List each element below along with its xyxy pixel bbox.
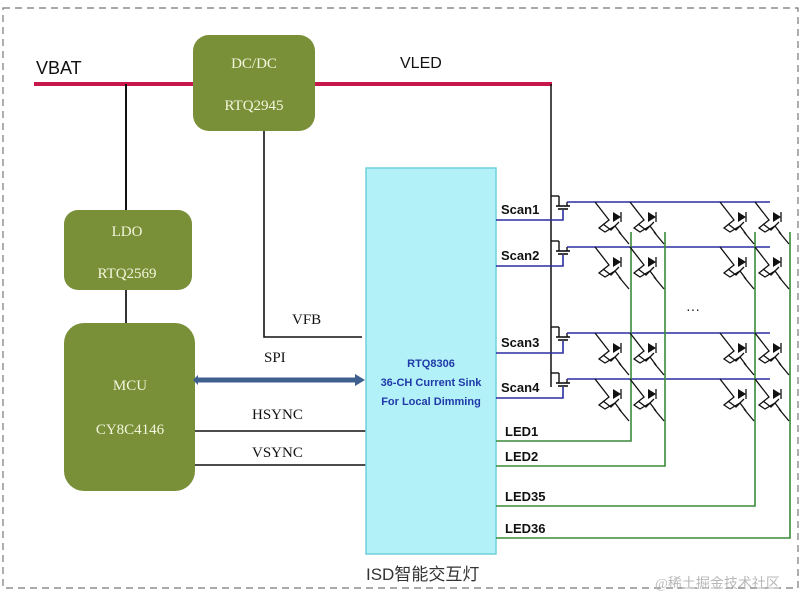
led-icon	[719, 201, 755, 245]
led-icon	[754, 378, 790, 422]
dcdc-block: DC/DC RTQ2945	[193, 35, 315, 131]
hsync-label: HSYNC	[252, 407, 303, 423]
dashed-frame	[2, 7, 799, 589]
spi-bus-arrow	[193, 374, 365, 386]
scan-line: Scan2	[496, 240, 770, 267]
led-icon	[629, 378, 665, 422]
led-icon	[754, 332, 790, 376]
driver-function: For Local Dimming	[381, 396, 481, 408]
led-icon	[629, 332, 665, 376]
led-icon	[719, 332, 755, 376]
dcdc-part: RTQ2945	[224, 98, 283, 114]
led-icon	[594, 332, 630, 376]
led-icon	[754, 201, 790, 245]
led-label: LED2	[505, 449, 538, 464]
watermark: @稀土掘金技术社区	[655, 576, 780, 592]
vsync-label: VSYNC	[252, 445, 303, 461]
led-icon	[629, 246, 665, 290]
scan-line: Scan4	[496, 372, 770, 399]
spi-label: SPI	[264, 350, 286, 366]
led-icon	[754, 246, 790, 290]
ldo-block: LDO RTQ2569	[64, 210, 192, 290]
driver-caption: ISD智能交互灯	[366, 565, 479, 584]
led-icon	[719, 246, 755, 290]
led-line: LED35	[496, 232, 756, 507]
scan-label: Scan1	[501, 202, 539, 217]
vfb-label: VFB	[292, 312, 321, 328]
led-icon	[629, 201, 665, 245]
vbat-label: VBAT	[36, 58, 82, 78]
scan-line: Scan3	[496, 326, 770, 354]
mcu-part: CY8C4146	[96, 422, 165, 438]
matrix-ellipsis: ···	[686, 301, 700, 317]
ldo-part: RTQ2569	[97, 266, 156, 282]
dcdc-title: DC/DC	[231, 56, 277, 72]
scan-line: Scan1	[496, 195, 770, 221]
led-icon	[594, 246, 630, 290]
led-line: LED36	[496, 232, 791, 539]
vled-label: VLED	[400, 55, 442, 72]
driver-chip: RTQ8306 36-CH Current Sink For Local Dim…	[365, 167, 497, 555]
led-icon	[719, 378, 755, 422]
driver-part: RTQ8306	[407, 358, 455, 370]
scan-label: Scan2	[501, 248, 539, 263]
scan-label: Scan3	[501, 335, 539, 350]
led-icon	[594, 201, 630, 245]
led-label: LED1	[505, 424, 538, 439]
led-line: LED2	[496, 232, 666, 467]
mcu-title: MCU	[113, 378, 147, 394]
vfb-wire	[263, 131, 362, 338]
driver-desc: 36-CH Current Sink	[381, 377, 483, 389]
led-line: LED1	[496, 232, 632, 442]
mcu-block: MCU CY8C4146	[64, 323, 195, 491]
led-label: LED35	[505, 489, 545, 504]
led-label: LED36	[505, 521, 545, 536]
led-icon	[594, 378, 630, 422]
scan-label: Scan4	[501, 380, 540, 395]
ldo-title: LDO	[112, 224, 143, 240]
